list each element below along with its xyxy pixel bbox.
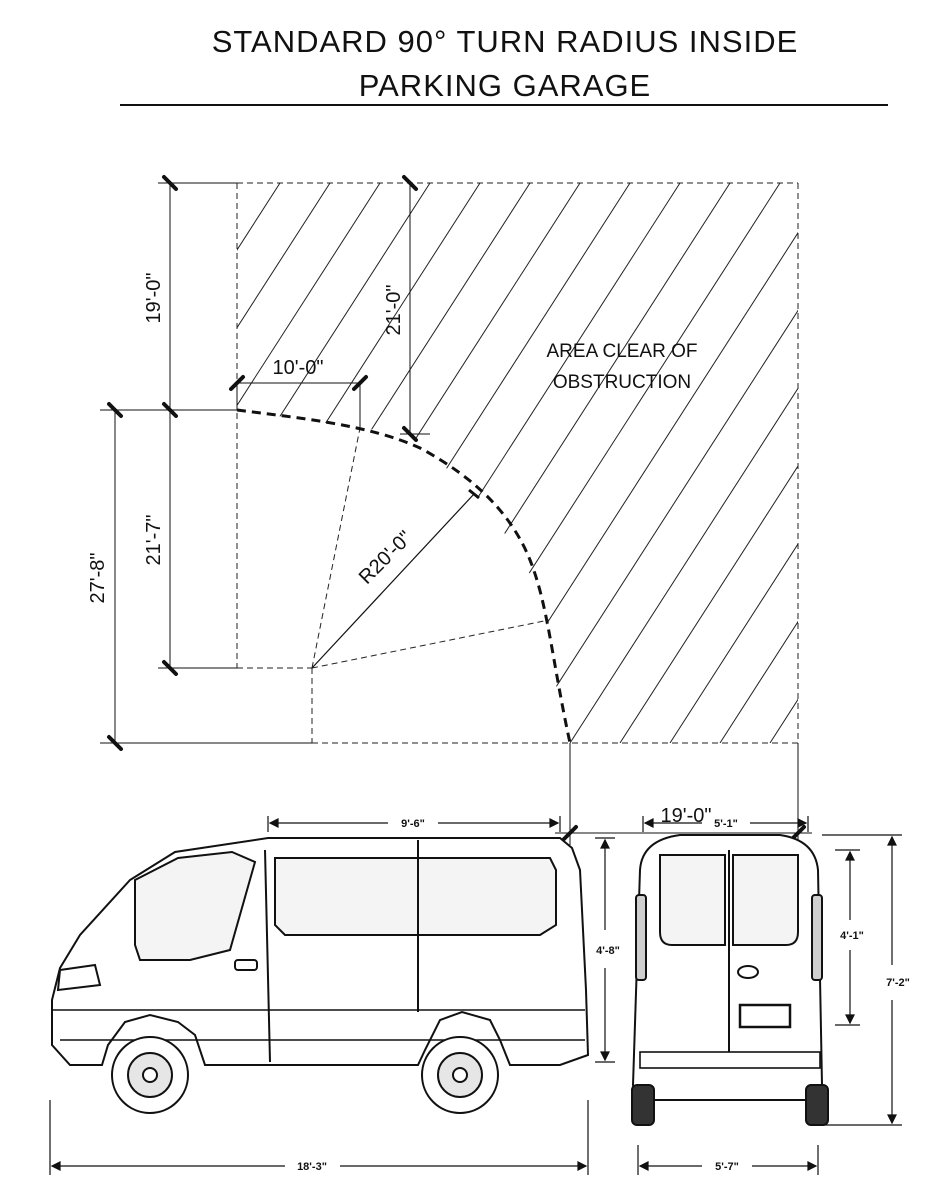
side-cargo-length: 9'-6" — [401, 818, 425, 830]
area-label-line-1: AREA CLEAR OF — [547, 341, 698, 362]
rear-overall-height: 7'-2" — [886, 977, 910, 989]
dim-left-outer-vertical: 27'-8" — [87, 553, 109, 604]
dimension-lines — [100, 182, 812, 845]
title-underline — [120, 104, 888, 106]
side-overall-length: 18'-3" — [297, 1161, 327, 1173]
radius-line — [311, 493, 475, 669]
dim-horizontal-offset: 10'-0" — [273, 357, 324, 379]
clear-area-boundary — [236, 182, 799, 744]
van-rear-dimension-lines — [637, 816, 902, 1175]
dim-top-left-vertical: 19'-0" — [143, 273, 165, 324]
dim-left-inner-vertical: 21'-7" — [143, 515, 165, 566]
area-label-line-2: OBSTRUCTION — [553, 372, 691, 393]
rear-door-width: 5'-1" — [714, 818, 738, 830]
van-rear-view — [631, 834, 829, 1126]
radius-label: R20'-0" — [355, 527, 417, 589]
dimension-ticks — [107, 175, 806, 841]
turning-path-curve — [236, 408, 572, 744]
title-line-2: PARKING GARAGE — [358, 68, 652, 103]
diagram-title: STANDARD 90° TURN RADIUS INSIDE PARKING … — [120, 20, 890, 108]
van-side-dimension-lines — [49, 816, 615, 1175]
side-height: 4'-8" — [596, 945, 620, 957]
clear-area-hatching — [237, 183, 798, 743]
van-side-view — [51, 837, 590, 1114]
dim-bottom-horizontal: 19'-0" — [661, 805, 712, 827]
rear-door-height: 4'-1" — [840, 930, 864, 942]
title-line-1: STANDARD 90° TURN RADIUS INSIDE — [211, 24, 799, 59]
rear-track-width: 5'-7" — [715, 1161, 739, 1173]
radius-tick — [468, 488, 480, 500]
dim-inner-vertical: 21'-0" — [383, 285, 405, 336]
